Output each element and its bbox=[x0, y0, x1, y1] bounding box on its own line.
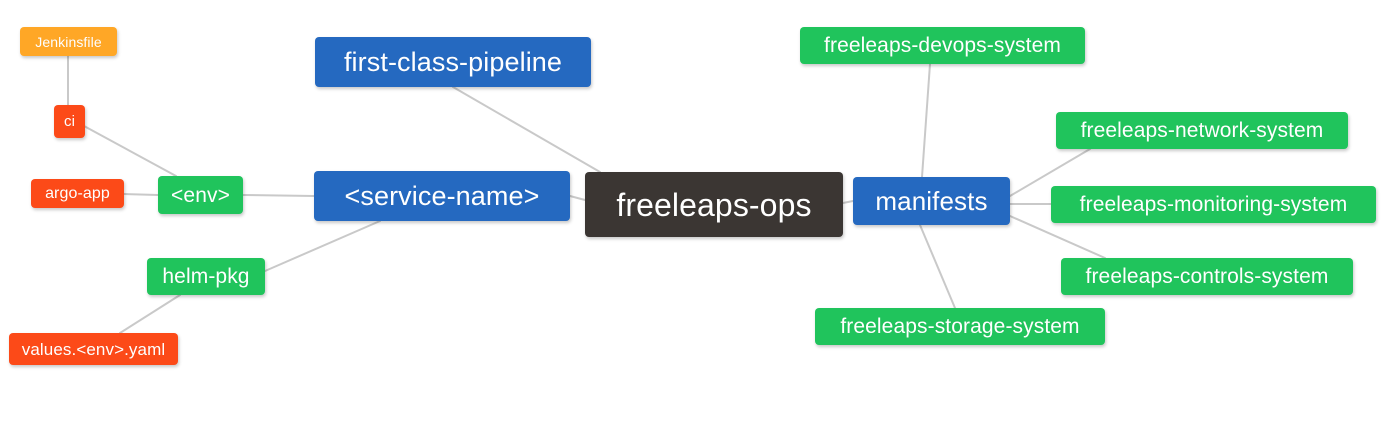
mindmap-node-manifests[interactable]: manifests bbox=[853, 177, 1010, 225]
mindmap-node-first-class-pipeline[interactable]: first-class-pipeline bbox=[315, 37, 591, 87]
mindmap-node-helm-pkg[interactable]: helm-pkg bbox=[147, 258, 265, 295]
edge-manifests-to-freeleaps-devops-system bbox=[921, 63, 931, 178]
edge-freeleaps-ops-to-service-name bbox=[569, 195, 586, 201]
mindmap-node-label: argo-app bbox=[45, 184, 110, 202]
edge-service-name-to-helm-pkg bbox=[264, 220, 381, 272]
mindmap-node-freeleaps-storage-system[interactable]: freeleaps-storage-system bbox=[815, 308, 1105, 345]
mindmap-node-label: freeleaps-monitoring-system bbox=[1079, 193, 1348, 216]
mindmap-node-label: <service-name> bbox=[344, 180, 540, 211]
mindmap-node-jenkinsfile[interactable]: Jenkinsfile bbox=[20, 27, 117, 56]
edge-freeleaps-ops-to-first-class-pipeline bbox=[452, 86, 601, 173]
mindmap-node-label: freeleaps-devops-system bbox=[824, 34, 1061, 57]
mindmap-node-freeleaps-network-system[interactable]: freeleaps-network-system bbox=[1056, 112, 1348, 149]
mindmap-node-label: freeleaps-controls-system bbox=[1085, 265, 1329, 288]
mindmap-node-label: freeleaps-storage-system bbox=[840, 315, 1080, 338]
mindmap-node-label: ci bbox=[63, 113, 76, 130]
mindmap-node-label: freeleaps-network-system bbox=[1080, 119, 1324, 142]
mindmap-node-argo-app[interactable]: argo-app bbox=[31, 179, 124, 208]
mindmap-node-label: Jenkinsfile bbox=[35, 33, 102, 50]
mindmap-node-label: helm-pkg bbox=[162, 265, 250, 288]
edge-manifests-to-freeleaps-storage-system bbox=[919, 224, 956, 309]
edge-env-to-argo-app bbox=[123, 193, 159, 196]
mindmap-node-env[interactable]: <env> bbox=[158, 176, 243, 214]
edge-service-name-to-env bbox=[242, 194, 315, 197]
edge-freeleaps-ops-to-manifests bbox=[842, 200, 854, 204]
edge-helm-pkg-to-values-env-yaml bbox=[119, 294, 181, 334]
mindmap-node-label: freeleaps-ops bbox=[616, 186, 812, 223]
mindmap-node-label: values.<env>.yaml bbox=[21, 339, 166, 359]
mindmap-node-service-name[interactable]: <service-name> bbox=[314, 171, 570, 221]
mindmap-node-label: manifests bbox=[875, 186, 988, 216]
mindmap-node-values-env-yaml[interactable]: values.<env>.yaml bbox=[9, 333, 178, 365]
mindmap-node-freeleaps-devops-system[interactable]: freeleaps-devops-system bbox=[800, 27, 1085, 64]
mindmap-node-freeleaps-monitoring-system[interactable]: freeleaps-monitoring-system bbox=[1051, 186, 1376, 223]
mindmap-node-label: first-class-pipeline bbox=[343, 46, 563, 77]
mindmap-node-freeleaps-controls-system[interactable]: freeleaps-controls-system bbox=[1061, 258, 1353, 295]
edge-env-to-ci bbox=[83, 125, 177, 177]
mindmap-node-freeleaps-ops[interactable]: freeleaps-ops bbox=[585, 172, 843, 237]
mindmap-node-label: <env> bbox=[171, 183, 230, 207]
mindmap-node-ci[interactable]: ci bbox=[54, 105, 85, 138]
